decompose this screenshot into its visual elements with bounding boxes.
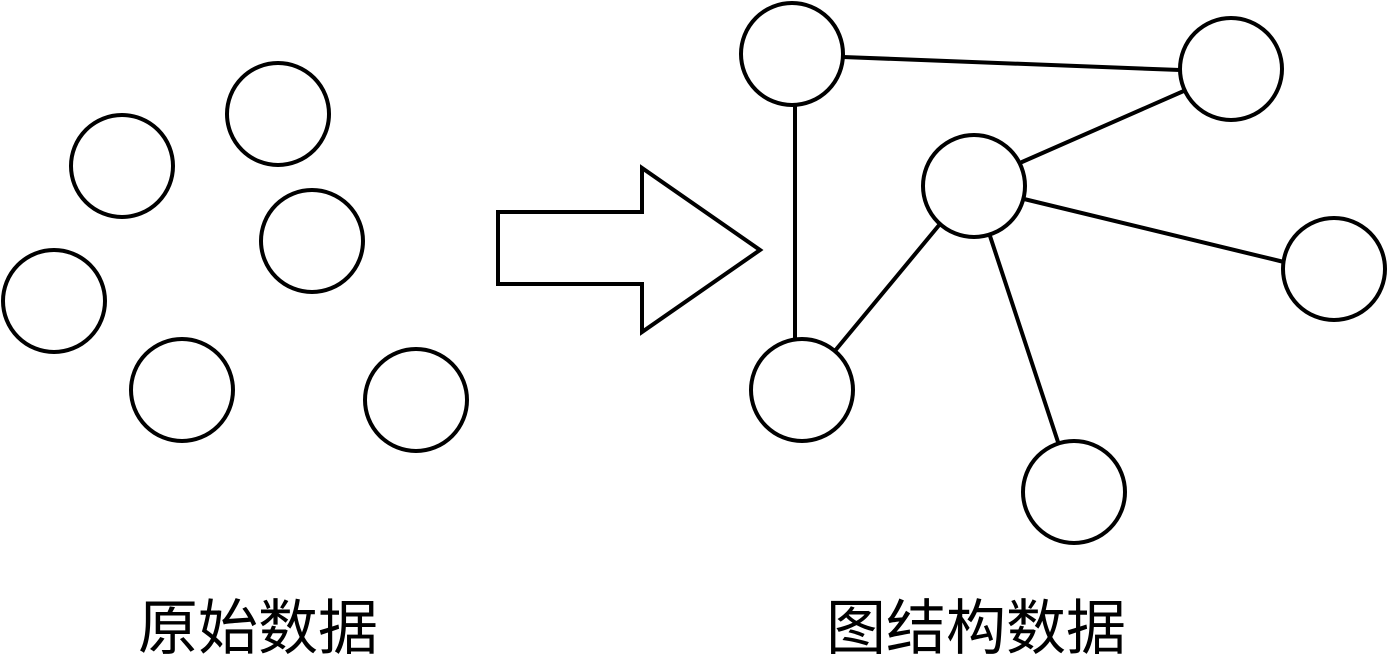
graph-edges (793, 55, 1286, 444)
raw-node-5 (129, 337, 235, 443)
raw-node-3 (259, 188, 365, 294)
graph-data-label: 图结构数据 (826, 594, 1126, 664)
edge-c-b (1020, 88, 1188, 164)
raw-node-4 (1, 248, 107, 354)
graph-node-f (749, 337, 855, 443)
raw-data-label: 原始数据 (138, 594, 378, 664)
edge-c-f (832, 222, 942, 354)
transform-arrow (496, 164, 764, 336)
raw-node-6 (363, 347, 469, 453)
raw-data-nodes (1, 61, 469, 453)
graph-node-e (1021, 439, 1127, 545)
raw-node-1 (225, 61, 331, 167)
graph-node-d (1281, 216, 1387, 322)
raw-node-2 (69, 113, 175, 219)
graph-node-b (1178, 16, 1284, 122)
edge-c-d (1022, 197, 1286, 264)
graph-nodes (739, 1, 1387, 545)
edge-a-b (841, 55, 1182, 72)
edge-c-e (988, 234, 1060, 444)
graph-node-a (739, 1, 845, 107)
graph-node-c (921, 133, 1027, 239)
